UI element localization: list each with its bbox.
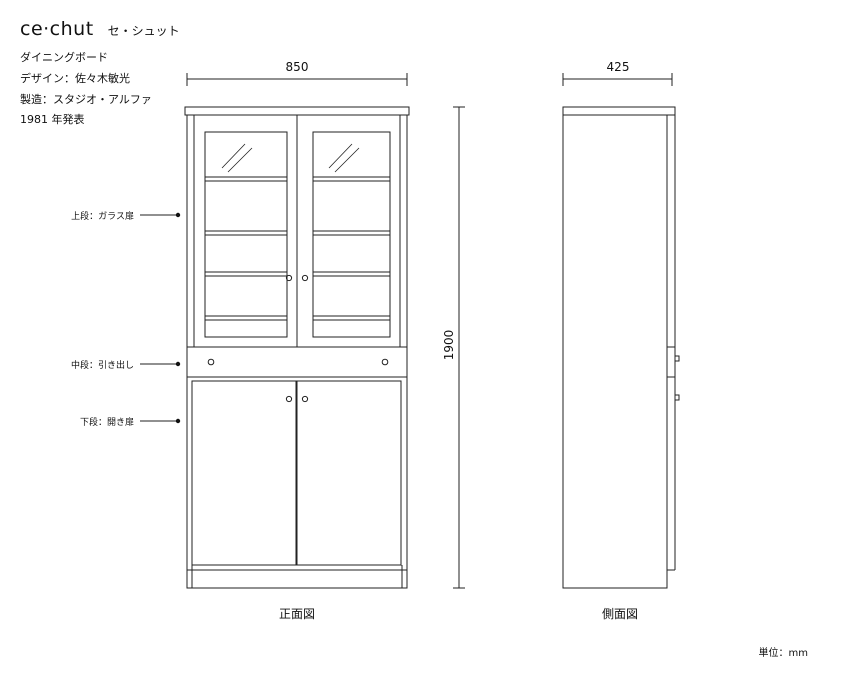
lower-left-knob: [285, 395, 293, 403]
middle-section-label: 中段：引き出し: [71, 359, 134, 371]
lower-right-knob: [301, 395, 309, 403]
shelves: [205, 176, 390, 321]
lower-left-door: [191, 380, 297, 566]
width-value: 850: [286, 60, 309, 74]
side-view: [562, 73, 680, 589]
depth-dimension-line: [562, 73, 673, 86]
unit-label: 単位：mm: [759, 646, 808, 659]
year-label: 1981 年発表: [20, 113, 85, 126]
side-top-board: [562, 106, 676, 116]
upper-section-label: 上段：ガラス扉: [71, 210, 134, 222]
glass-reflection: [221, 143, 360, 173]
lower-callout-dot: [175, 418, 181, 424]
lower-right-door: [296, 380, 402, 566]
maker-label: 製造：スタジオ・アルファ: [20, 93, 152, 106]
product-title: ce·chut: [20, 18, 94, 40]
front-view: [184, 73, 410, 589]
callout-leaders: [140, 214, 176, 422]
side-door-knob: [675, 394, 680, 401]
title-row: ce·chut セ・シュット: [20, 18, 180, 40]
drawer-right-knob: [381, 358, 389, 366]
drawer-front: [186, 346, 408, 378]
side-panel: [562, 114, 668, 589]
upper-right-knob: [301, 274, 309, 282]
width-dimension-line: [186, 73, 408, 86]
drawer-left-knob: [207, 358, 215, 366]
middle-callout-dot: [175, 361, 181, 367]
designer-label: デザイン：佐々木敏光: [20, 72, 130, 85]
upper-callout-dot: [175, 212, 181, 218]
depth-value: 425: [607, 60, 630, 74]
front-view-caption: 正面図: [279, 607, 315, 621]
side-drawer-knob: [675, 355, 680, 362]
height-dimension-line: [453, 106, 465, 589]
category-label: ダイニングボード: [20, 51, 108, 64]
side-view-caption: 側面図: [602, 607, 638, 621]
upper-left-knob: [285, 274, 293, 282]
product-subtitle: セ・シュット: [107, 24, 180, 38]
lower-section-label: 下段：開き扉: [80, 416, 134, 428]
top-board: [184, 106, 410, 116]
height-value: 1900: [442, 330, 456, 361]
